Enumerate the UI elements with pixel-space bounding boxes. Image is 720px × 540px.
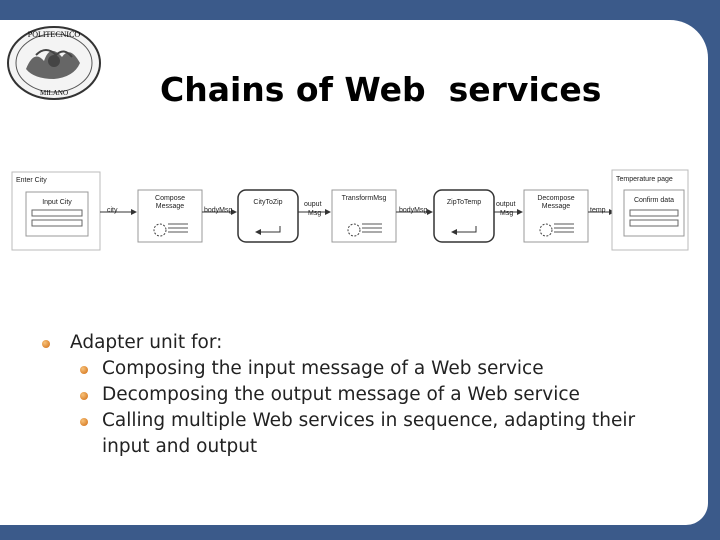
web-services-chain-diagram: Enter City Input City city Compose Messa… (11, 169, 689, 251)
svg-text:Compose: Compose (155, 195, 185, 202)
svg-text:Msg: Msg (308, 210, 321, 217)
bullet-dot-icon (80, 392, 88, 400)
svg-text:Message: Message (542, 203, 571, 210)
svg-text:CityToZip: CityToZip (253, 199, 282, 206)
bullet-sub-1: Composing the input message of a Web ser… (40, 356, 680, 382)
bullet-dot-icon (80, 366, 88, 374)
slide-background (0, 20, 708, 525)
bullet-sub-2: Decomposing the output message of a Web … (40, 382, 680, 408)
university-seal-logo: POLITECNICO MILANO (7, 26, 101, 100)
slide-title: Chains of Web services (160, 70, 602, 109)
bullet-sub-text: Composing the input message of a Web ser… (102, 358, 544, 379)
svg-text:temp: temp (590, 207, 606, 214)
enter-city-page: Enter City Input City (11, 171, 101, 251)
decompose-message-unit: Decompose Message (523, 189, 589, 243)
svg-text:Confirm data: Confirm data (634, 197, 674, 204)
bullet-dot-icon (80, 418, 88, 426)
svg-text:POLITECNICO: POLITECNICO (28, 30, 81, 39)
svg-text:Message: Message (156, 203, 185, 210)
temperature-page: Temperature page Confirm data (611, 169, 689, 251)
svg-text:bodyMsg: bodyMsg (399, 207, 428, 214)
compose-message-unit: Compose Message (137, 189, 203, 243)
bullet-sub-3: Calling multiple Web services in sequenc… (40, 408, 680, 460)
bullet-main-text: Adapter unit for: (70, 332, 223, 353)
svg-text:bodyMsg: bodyMsg (204, 207, 233, 214)
svg-text:TransformMsg: TransformMsg (342, 195, 387, 202)
bullet-dot-icon (42, 340, 50, 348)
svg-text:Temperature page: Temperature page (616, 176, 673, 183)
zip-to-temp-service: ZipToTemp (433, 189, 495, 243)
bullet-main: Adapter unit for: (40, 330, 680, 356)
city-to-zip-service: CityToZip (237, 189, 299, 243)
svg-text:city: city (107, 207, 118, 214)
svg-text:Input City: Input City (42, 199, 72, 206)
svg-text:ZipToTemp: ZipToTemp (447, 199, 481, 206)
svg-text:output: output (496, 201, 516, 208)
transform-msg-unit: TransformMsg (331, 189, 397, 243)
svg-text:Enter City: Enter City (16, 177, 47, 184)
bullet-sub-text: Calling multiple Web services in sequenc… (102, 410, 636, 457)
svg-text:Decompose: Decompose (537, 195, 574, 202)
bullet-list: Adapter unit for: Composing the input me… (40, 330, 680, 460)
svg-text:ouput: ouput (304, 201, 322, 208)
bullet-sub-text: Decomposing the output message of a Web … (102, 384, 580, 405)
svg-text:Msg: Msg (500, 210, 513, 217)
svg-text:MILANO: MILANO (40, 89, 68, 97)
